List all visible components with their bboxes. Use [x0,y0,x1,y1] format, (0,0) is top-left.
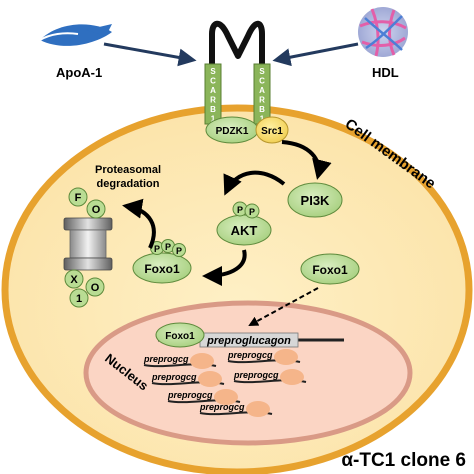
foxo1-phospho-3: P [176,246,182,256]
hdl-sphere-icon [358,7,408,57]
ribosome-blob [190,353,214,369]
transcript-4: preprogcg [233,369,307,385]
receptor-left-letter-3: R [210,96,216,105]
pi3k-protein [287,182,343,218]
transcript-label: preprogcg [227,350,273,360]
foxo1-phosphorylated-label: Foxo1 [144,262,180,276]
akt-to-foxo1-arrow [202,249,247,286]
foxo1-fragments: F O X O 1 [64,187,106,308]
fragment-letter-o1: O [92,204,101,216]
foxo1-phospho-1: P [154,244,160,254]
transcript-group: preprogcg preprogcg preprogcg preprogcg prep… [143,349,307,417]
foxo1-free-protein [300,253,360,285]
foxo1-free-label: Foxo1 [312,263,348,277]
cell-line-caption: α-TC1 clone 6 [341,450,466,471]
proteasome-icon [63,217,113,271]
receptor-right-letter-5: 1 [260,115,265,124]
ribosome-blob [214,389,238,405]
fragment-letter-o2: O [91,282,100,294]
receptor-right-letter-3: R [259,96,265,105]
transcript-label: preprogcg [167,390,213,400]
fragment-letter-f: F [75,192,82,204]
transcript-label: preprogcg [199,402,245,412]
transcript-5: preprogcg [167,389,241,405]
transcript-1: preprogcg [143,353,217,369]
akt-phospho-1: P [237,205,243,215]
akt-label: AKT [231,223,258,238]
pdzk1-label: PDZK1 [216,126,249,137]
receptor-left-letter-0: S [210,67,216,76]
src1-protein [255,116,289,144]
transcript-label: preprogcg [143,354,189,364]
fragment-letter-1: 1 [76,293,82,305]
pi3k-to-akt-arrow [223,170,286,196]
transcript-label: preprogcg [151,372,197,382]
receptor-left-letter-4: B [210,105,216,114]
receptor-right-letter-0: S [259,67,265,76]
ribosome-blob [280,369,304,385]
ribosome-blob [198,371,222,387]
foxo1-to-proteasome-arrow [122,198,156,249]
fragment-letter-x: X [70,274,78,286]
receptor-left-letter-2: A [210,86,216,95]
proteasome-title-line1: Proteasomal [95,164,161,176]
src1-label: Src1 [261,126,283,137]
transcript-label: preprogcg [233,370,279,380]
apoa1-label: ApoA-1 [56,65,102,80]
foxo1-nuclear-entry-arrow [248,287,319,326]
apoa1-fish-icon [39,24,112,46]
transcript-2: preprogcg [227,349,301,365]
apoa1-arrow [103,42,197,67]
ribosome-blob [274,349,298,365]
receptor-left-letter-1: C [210,77,216,86]
ribosome-blob [246,401,270,417]
proteasome-title-line2: degradation [97,178,160,190]
transcript-3: preprogcg [151,371,225,387]
foxo1-phosphorylated-protein [132,252,192,284]
hdl-label: HDL [372,65,399,80]
akt-phosphate-group: P P [232,201,260,219]
akt-phospho-2: P [249,207,255,217]
foxo1-bound-label: Foxo1 [165,331,195,342]
receptor-left-letter-5: 1 [211,115,216,124]
transcript-6: preprogcg [199,401,273,417]
pi3k-label: PI3K [301,193,331,208]
foxo1-phospho-2: P [165,242,171,252]
receptor-extracellular-loop [209,20,265,66]
foxo1-phosphate-group: P P P [150,239,186,257]
receptor-right-letter-2: A [259,86,265,95]
receptor-right-letter-1: C [259,77,265,86]
src1-to-pi3k-arrow [281,140,332,180]
gene-label: preproglucagon [206,335,291,347]
hdl-arrow [272,42,359,67]
foxo1-bound-protein [155,322,205,348]
receptor-right-letter-4: B [259,105,265,114]
